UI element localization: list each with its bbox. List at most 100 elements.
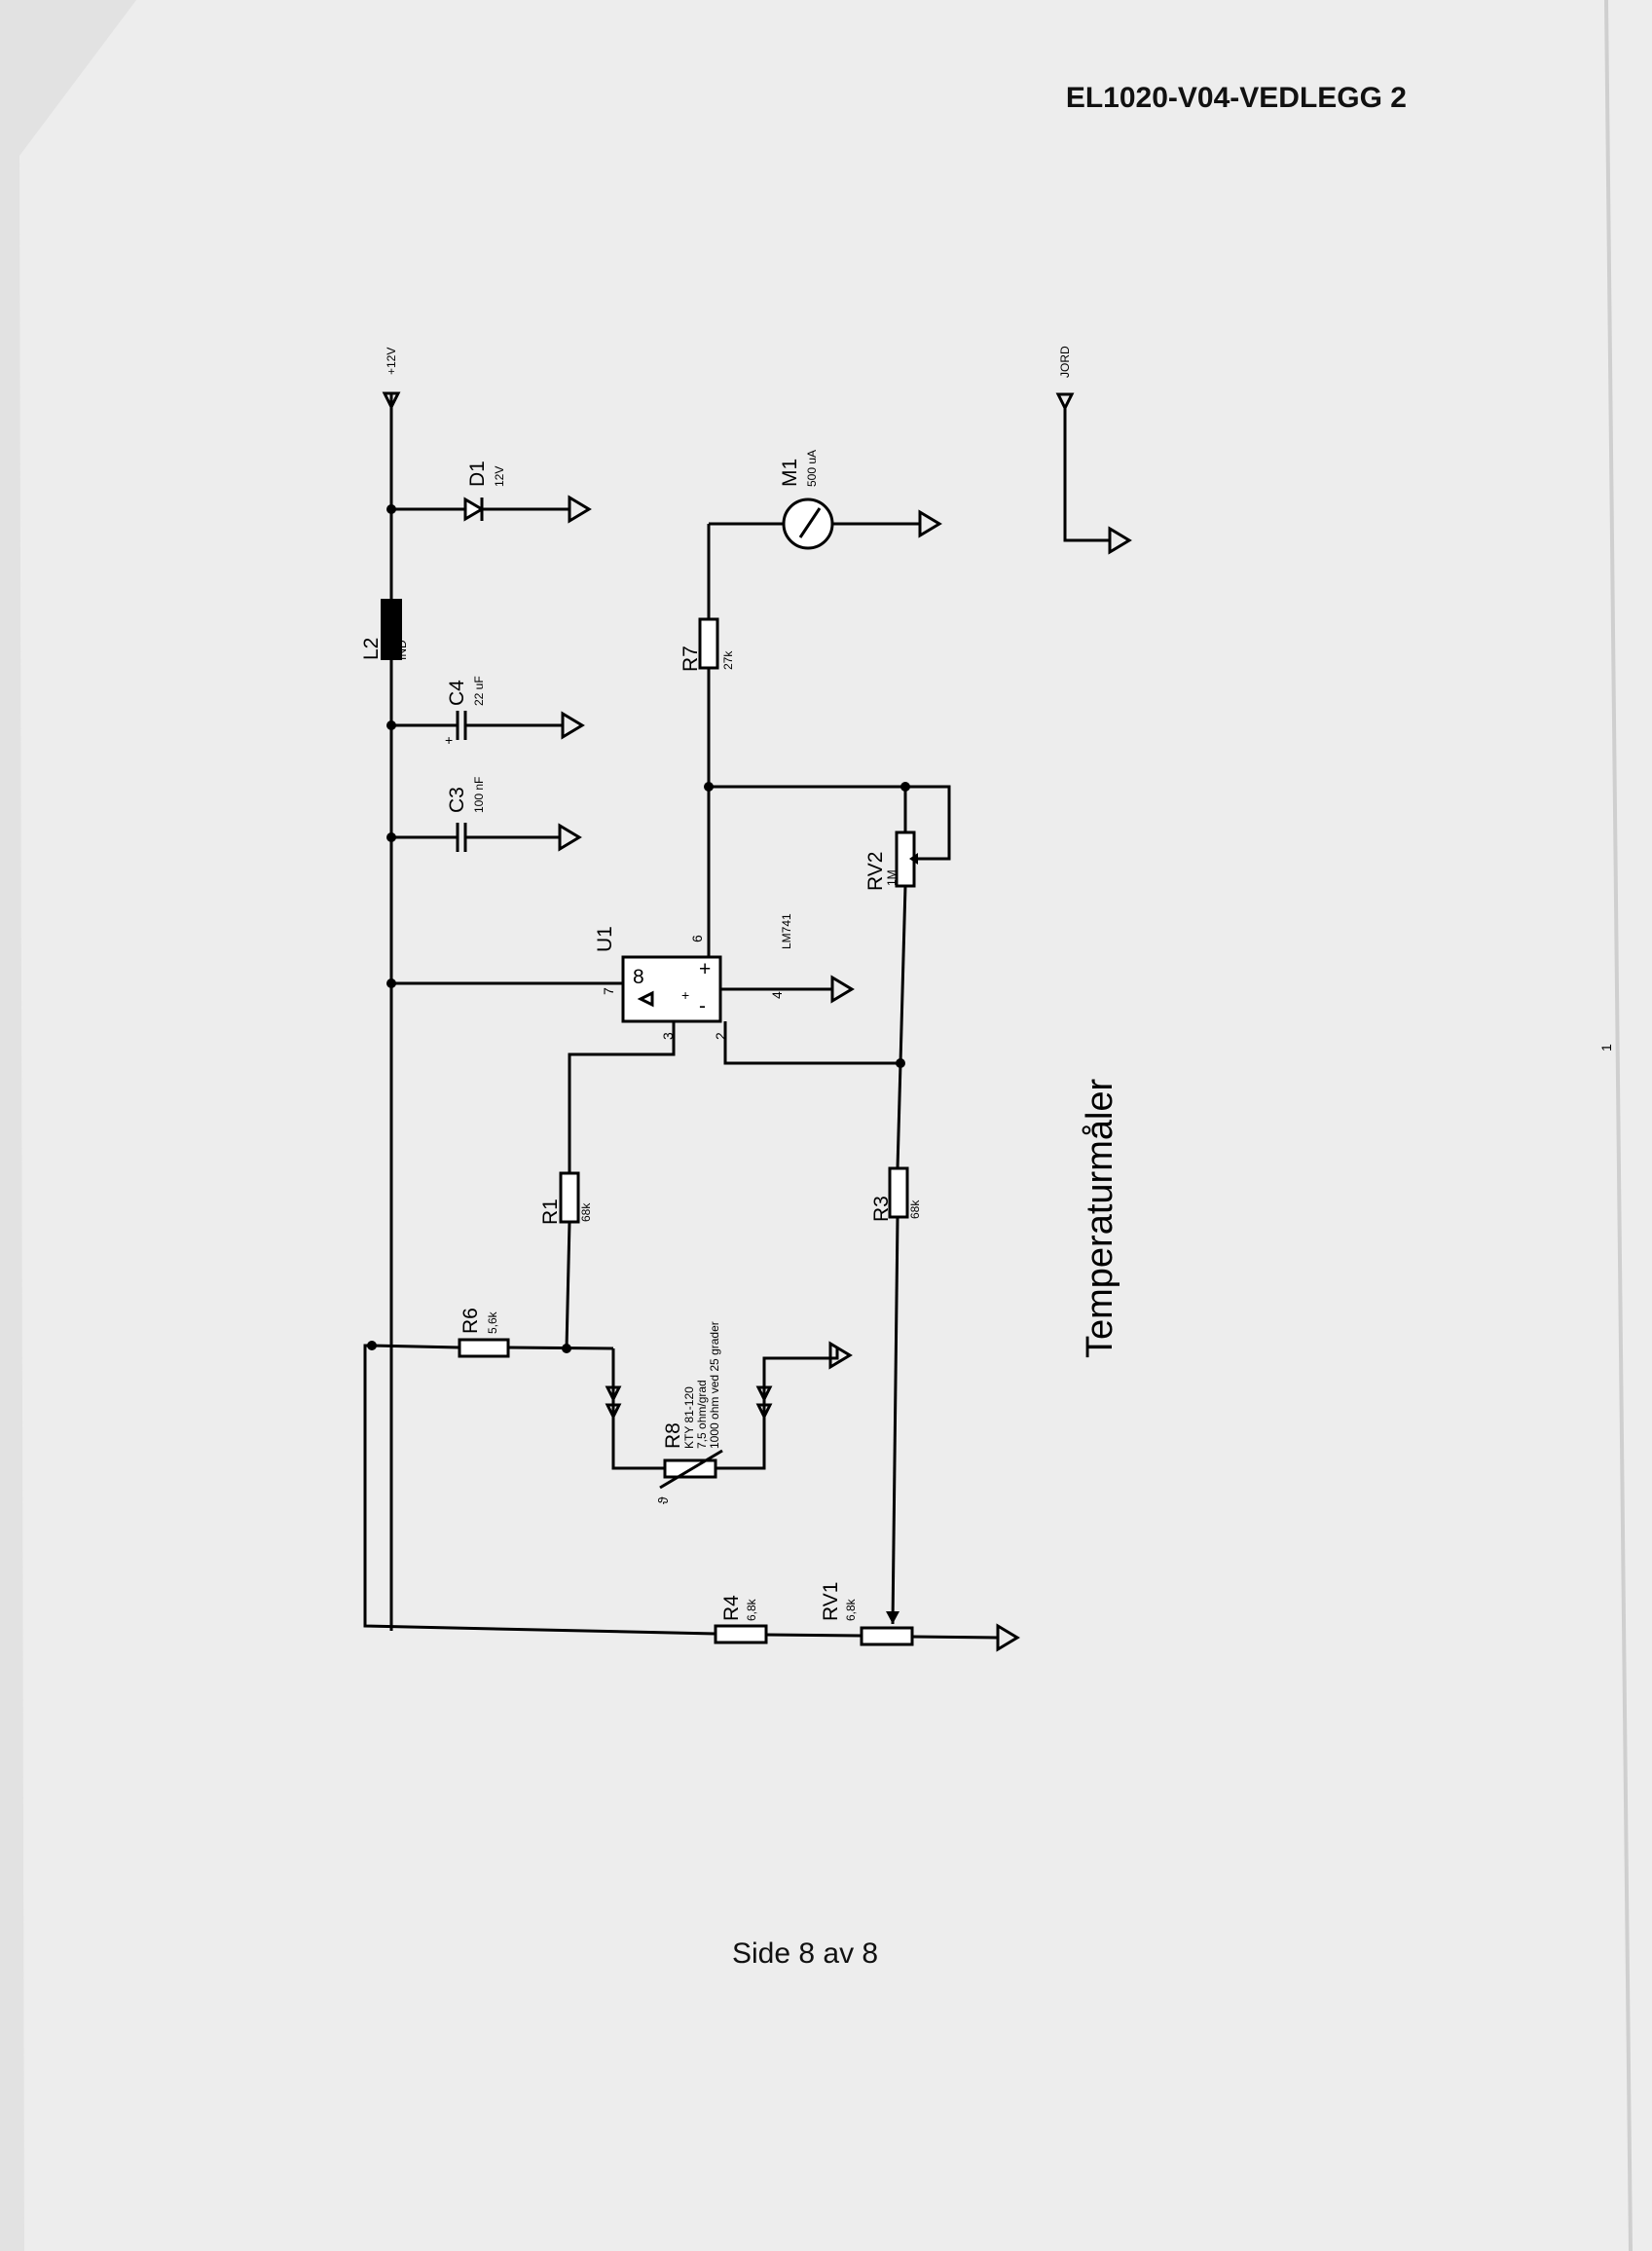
rv2-wiper-arrow xyxy=(909,853,918,865)
wire-r8-b xyxy=(716,1348,839,1470)
capacitor-c3: C3 100 nF xyxy=(391,777,582,852)
r8-connector-a2 xyxy=(605,1403,622,1421)
c4-plus: + xyxy=(445,732,453,748)
m1-ref: M1 xyxy=(779,459,801,487)
r4-ref: R4 xyxy=(720,1595,743,1621)
r8-line-3: 1000 ohm ved 25 grader xyxy=(708,1321,721,1449)
r8-connector-b2 xyxy=(755,1403,773,1421)
ground-c3 xyxy=(558,823,582,852)
junction-c3 xyxy=(386,832,396,842)
ground-rail-symbol xyxy=(1108,526,1132,555)
junction-c4 xyxy=(386,720,396,730)
supply-label: +12V xyxy=(385,348,398,375)
wire-r1-b xyxy=(565,1221,571,1349)
d1-value: 12V xyxy=(493,466,506,487)
d1-ref: D1 xyxy=(466,461,489,487)
u1-pin6: 6 xyxy=(689,935,705,942)
thermistor-r8: ϑ R8 KTY 81-120 7,5 ohm/grad 1000 ohm ve… xyxy=(605,1321,853,1504)
page-fold-shadow xyxy=(0,0,136,2251)
u1-value: LM741 xyxy=(780,913,793,949)
opamp-u1-triangle xyxy=(637,990,654,1008)
opamp-u1: 8 + - + 7 6 4 3 2 U1 LM741 xyxy=(391,524,900,1173)
r8-line-2: 7,5 ohm/grad xyxy=(695,1380,709,1449)
resistor-r1-body xyxy=(559,1171,580,1224)
u1-pin2: 2 xyxy=(713,1032,728,1040)
meter-m1: M1 500 uA xyxy=(709,450,942,550)
u1-minus: - xyxy=(699,995,706,1017)
r7-ref: R7 xyxy=(679,646,702,672)
margin-mark: 1 xyxy=(1598,1044,1614,1052)
r6-ref: R6 xyxy=(459,1308,482,1334)
u1-plus-left: + xyxy=(681,987,689,1003)
u1-pin3: 3 xyxy=(660,1032,676,1040)
rv2-value: 1M xyxy=(885,869,899,886)
wire-rv2-b xyxy=(899,885,907,1064)
bottom-branch: R4 6,8k RV1 6,8k xyxy=(363,1344,1020,1652)
r8-theta: ϑ xyxy=(655,1496,671,1504)
thermistor-r8-slash xyxy=(659,1449,723,1490)
supply-arrow xyxy=(382,391,401,411)
r1-value: 68k xyxy=(579,1202,593,1222)
resistor-r1: R1 68k xyxy=(539,1171,593,1349)
resistor-r6-body xyxy=(458,1338,510,1358)
wire-u1-pin2 xyxy=(723,1021,900,1065)
meter-m1-needle xyxy=(798,507,822,538)
ground-rail: JORD xyxy=(1055,346,1132,555)
c3-ref: C3 xyxy=(446,787,468,813)
u1-pin7: 7 xyxy=(601,987,616,995)
r8-connector-a1 xyxy=(605,1385,622,1403)
r4-value: 6,8k xyxy=(745,1598,758,1621)
wire-bottom-a xyxy=(363,1344,716,1636)
resistor-r4-body xyxy=(714,1624,768,1644)
ground-d1 xyxy=(568,495,592,524)
u1-pin4: 4 xyxy=(769,991,785,999)
wire-r6-b xyxy=(507,1346,614,1350)
rv2-ref: RV2 xyxy=(864,852,887,891)
potentiometer-rv2: RV2 1M xyxy=(864,785,951,1064)
wire-bottom-b xyxy=(765,1633,863,1638)
u1-pin8: 8 xyxy=(633,966,644,988)
c4-ref: C4 xyxy=(446,680,468,706)
supply-rail: +12V xyxy=(382,348,401,1631)
ground-u1 xyxy=(830,975,855,1004)
r7-value: 27k xyxy=(721,650,735,670)
c3-value: 100 nF xyxy=(472,777,486,813)
ground-m1 xyxy=(918,509,942,538)
junction-output xyxy=(704,782,714,792)
diode-d1-symbol xyxy=(463,497,485,522)
r8-line-1: KTY 81-120 xyxy=(682,1386,696,1449)
ground-r8 xyxy=(828,1341,853,1370)
capacitor-c4: + C4 22 uF xyxy=(391,676,585,748)
c4-value: 22 uF xyxy=(472,676,486,706)
m1-value: 500 uA xyxy=(805,450,819,487)
page-edge xyxy=(1604,0,1633,2251)
resistor-r3-body xyxy=(888,1166,909,1219)
u1-ref: U1 xyxy=(594,926,616,952)
l2-value: IND xyxy=(395,640,409,660)
wire-r3-b xyxy=(891,1216,899,1625)
r8-ref: R8 xyxy=(662,1422,684,1449)
ground-c4 xyxy=(561,711,585,740)
r6-value: 5,6k xyxy=(486,1310,499,1334)
rv1-ref: RV1 xyxy=(820,1582,842,1621)
rv1-wiper-arrow xyxy=(886,1611,899,1624)
document-id: EL1020-V04-VEDLEGG 2 xyxy=(1065,82,1407,114)
ground-rail-label: JORD xyxy=(1058,346,1072,378)
l2-ref: L2 xyxy=(360,638,383,660)
r3-value: 68k xyxy=(908,1199,922,1219)
r1-ref: R1 xyxy=(539,1199,562,1225)
diagram-title: Temperaturmåler xyxy=(1080,1078,1120,1358)
inductor-l2-body xyxy=(381,599,402,660)
resistor-r3: R3 68k xyxy=(870,1062,922,1625)
wire-r3-a xyxy=(896,1062,902,1169)
junction-d1 xyxy=(386,504,396,514)
inductor-l2: L2 IND xyxy=(360,599,409,660)
resistor-r7-body xyxy=(698,617,719,670)
page-number: Side 8 av 8 xyxy=(732,1937,879,1970)
resistor-r6: R6 5,6k xyxy=(371,1308,614,1358)
rv1-value: 6,8k xyxy=(844,1598,858,1621)
wire-ground-rail xyxy=(1063,408,1110,542)
potentiometer-rv1-body xyxy=(860,1626,914,1646)
